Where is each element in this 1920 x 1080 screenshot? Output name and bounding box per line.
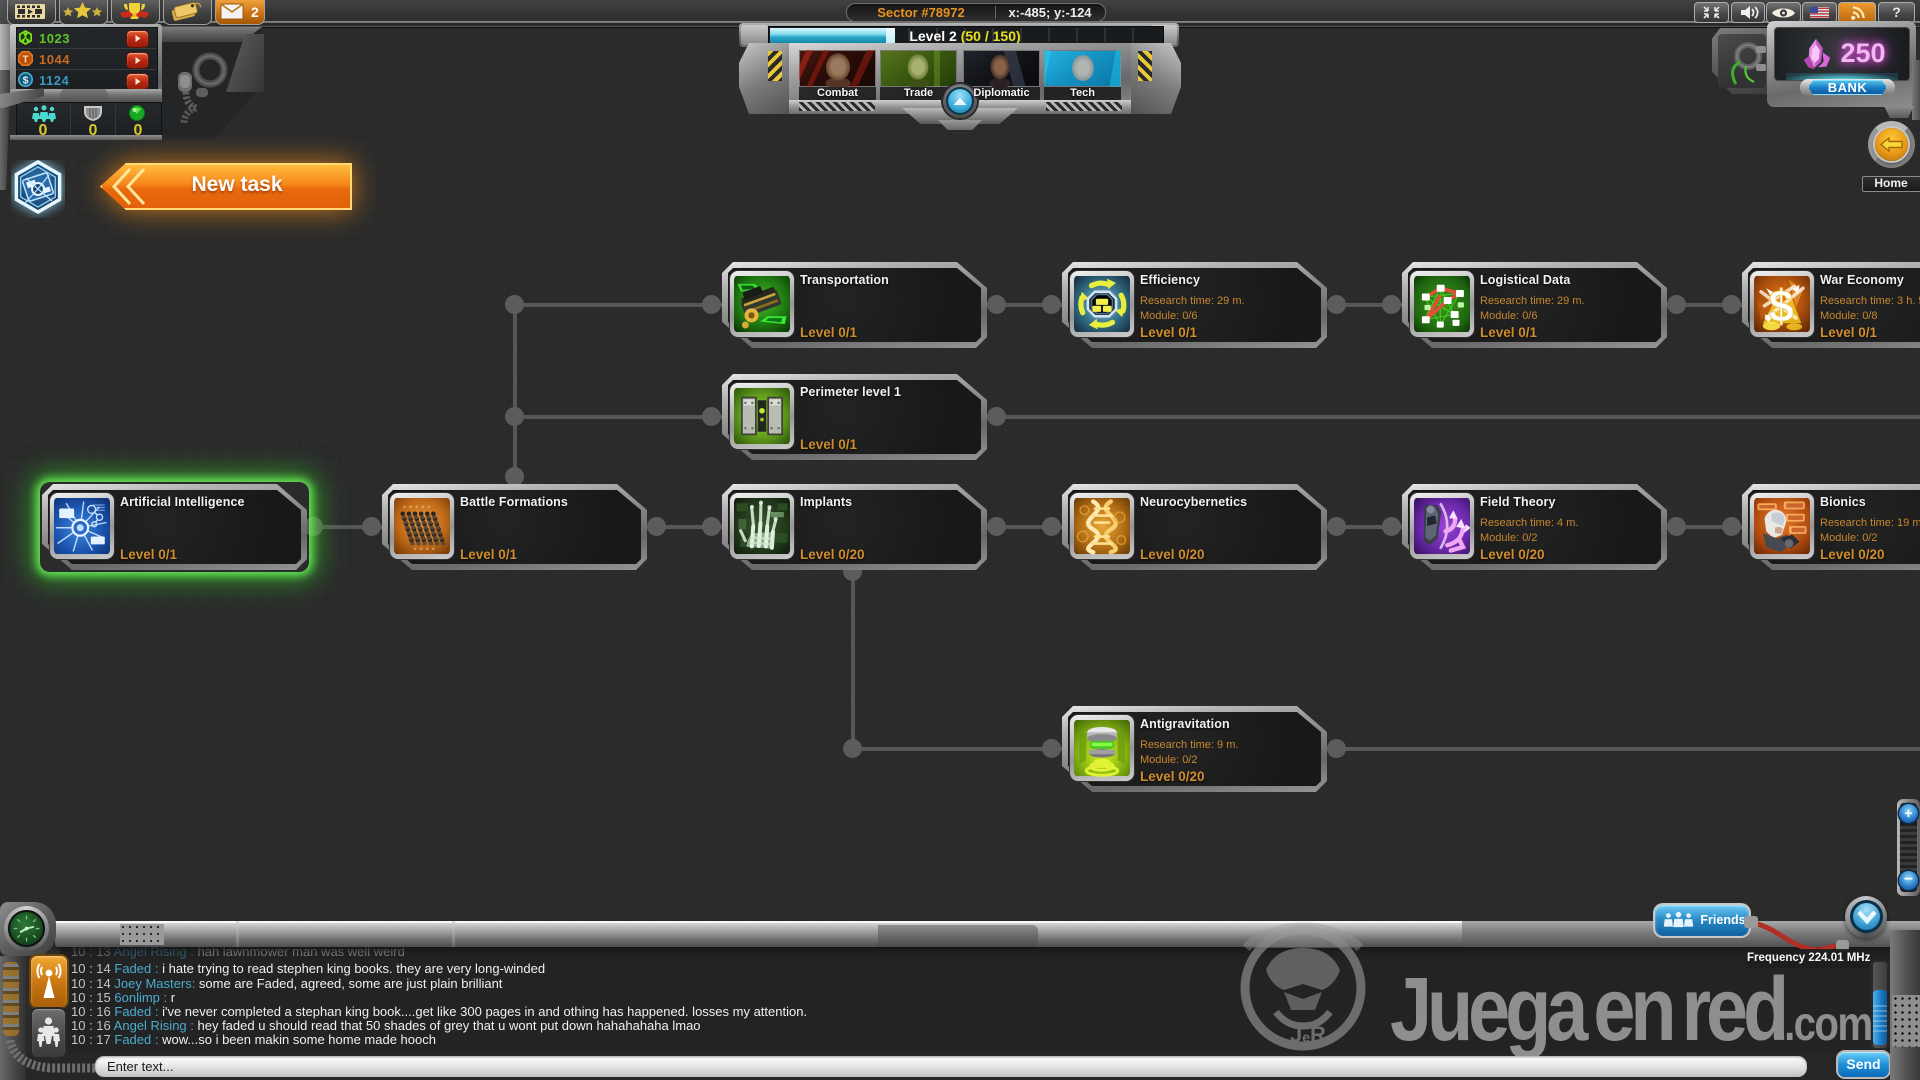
svg-text:2: 2 [251,4,259,20]
svg-text:T: T [22,54,29,66]
svg-text:$: $ [1768,281,1793,332]
svg-text:$: $ [23,75,29,87]
